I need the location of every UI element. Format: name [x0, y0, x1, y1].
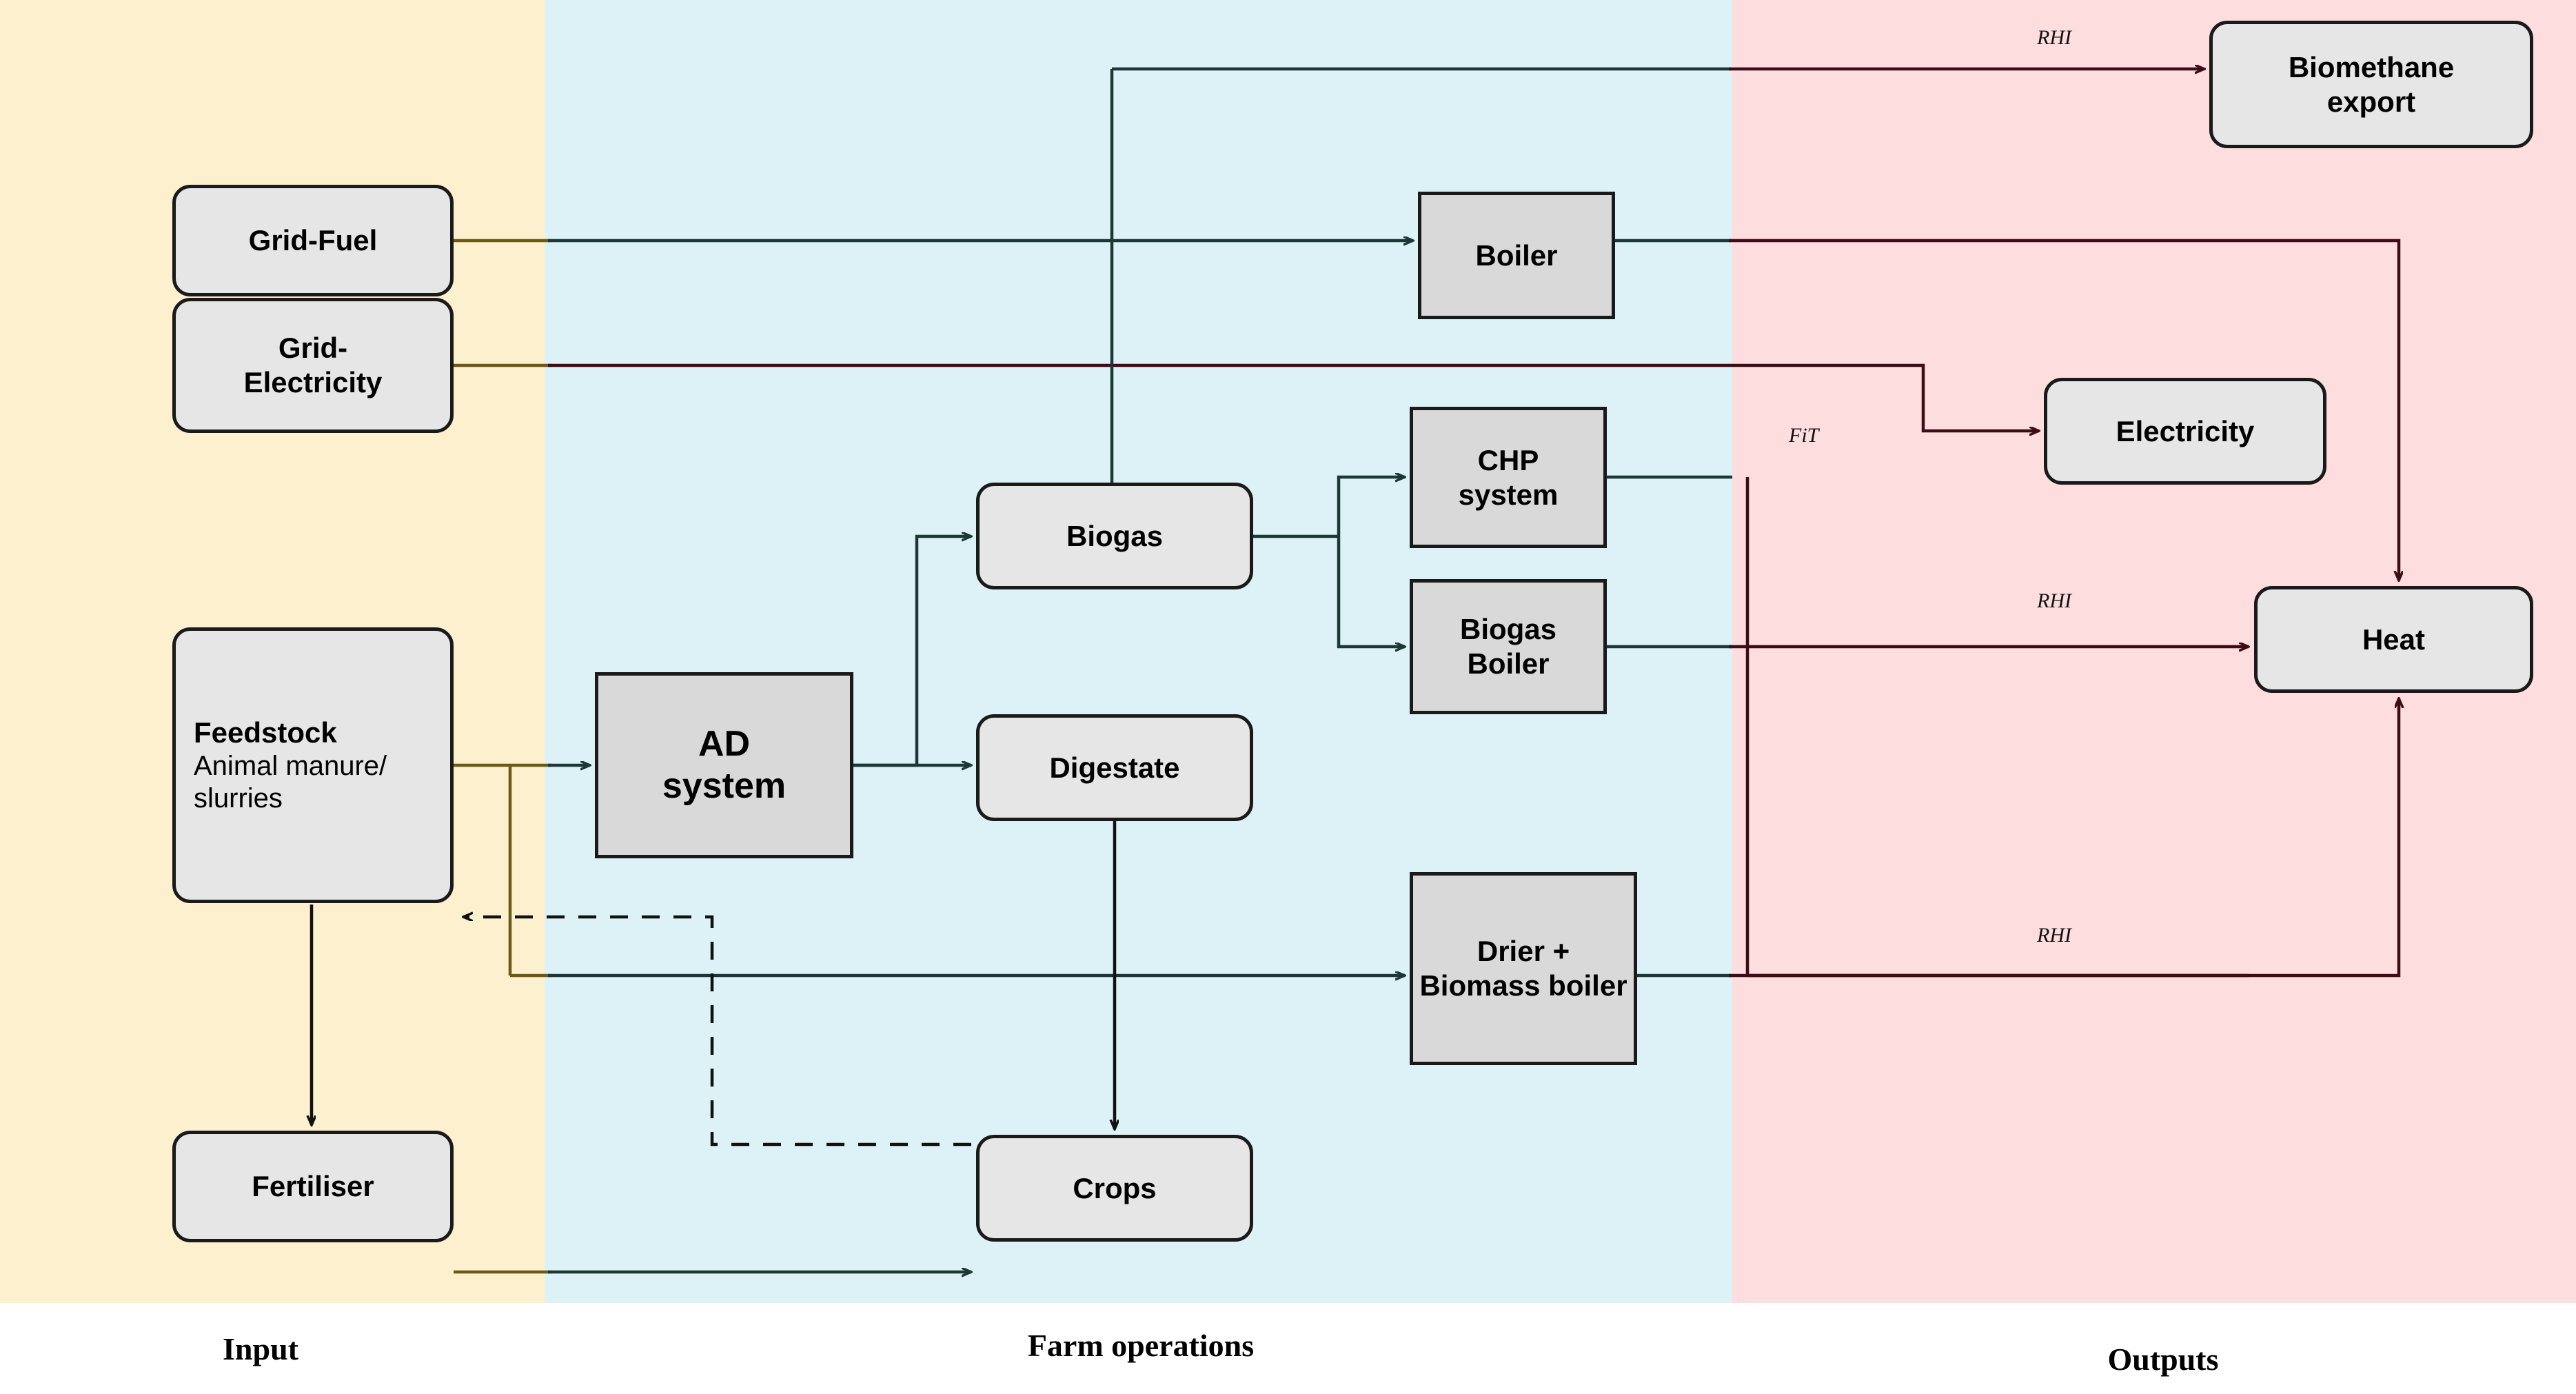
node-chp-system-sub: system — [1458, 478, 1559, 511]
node-fertiliser-title: Fertiliser — [252, 1170, 374, 1203]
node-feedstock[interactable]: Feedstock Animal manure/ slurries — [172, 627, 454, 903]
flow-boiler-to-heat — [1729, 239, 2399, 580]
node-drier-biomass-title: Drier + — [1477, 935, 1570, 968]
node-feedstock-sub: Animal manure/ slurries — [194, 750, 387, 814]
flow-drier-to-heat — [1729, 698, 2399, 978]
node-heat-title: Heat — [2362, 623, 2426, 656]
node-crops-title: Crops — [1073, 1171, 1157, 1204]
flow-biogas-to-chp — [1337, 477, 1405, 536]
flow-crops-to-feedstock — [463, 917, 971, 1146]
node-fertiliser[interactable]: Fertiliser — [172, 1131, 454, 1242]
node-drier-biomass-boiler[interactable]: Drier + Biomass boiler — [1410, 872, 1637, 1065]
node-boiler-title: Boiler — [1475, 239, 1558, 272]
node-biogas-boiler[interactable]: Biogas Boiler — [1410, 579, 1607, 714]
node-grid-fuel[interactable]: Grid-Fuel — [172, 185, 454, 296]
node-electricity-title: Electricity — [2116, 414, 2255, 447]
flow-biogas-to-biogas-boiler — [1337, 536, 1405, 647]
node-chp-system-title: CHP — [1477, 443, 1539, 476]
node-ad-system-sub: system — [662, 766, 787, 806]
node-electricity[interactable]: Electricity — [2044, 378, 2326, 485]
node-biogas-boiler-title: Biogas — [1459, 613, 1557, 646]
node-grid-fuel-title: Grid-Fuel — [248, 224, 378, 257]
node-grid-electricity[interactable]: Grid- Electricity — [172, 298, 454, 433]
node-grid-electricity-sub: Electricity — [243, 366, 383, 398]
node-crops[interactable]: Crops — [976, 1135, 1253, 1242]
edge-label-fit-electricity: FiT — [1789, 424, 1819, 447]
node-ad-system-title: AD — [698, 723, 751, 764]
node-biogas[interactable]: Biogas — [976, 483, 1253, 589]
node-biogas-title: Biogas — [1066, 519, 1164, 552]
node-digestate-title: Digestate — [1049, 751, 1180, 784]
node-biogas-boiler-sub: Boiler — [1467, 647, 1550, 680]
flow-ad-to-biogas — [853, 536, 971, 767]
edge-label-rhi-biogas-boiler: RHI — [2037, 589, 2071, 612]
edge-label-rhi-drier: RHI — [2037, 924, 2071, 947]
node-digestate[interactable]: Digestate — [976, 714, 1253, 821]
node-drier-biomass-sub: Biomass boiler — [1419, 969, 1627, 1002]
flow-grid-electricity-to-electricity — [548, 363, 2039, 431]
node-biomethane-title: Biomethane — [2288, 50, 2455, 83]
node-biomethane-export[interactable]: Biomethane export — [2209, 21, 2533, 148]
node-grid-electricity-title: Grid- — [278, 332, 348, 365]
band-label-input: Input — [223, 1331, 298, 1366]
edge-label-rhi-biomethane: RHI — [2037, 26, 2071, 49]
node-ad-system[interactable]: AD system — [595, 672, 853, 858]
node-feedstock-title: Feedstock — [194, 716, 337, 749]
band-label-outputs: Outputs — [2107, 1342, 2219, 1377]
node-boiler[interactable]: Boiler — [1418, 192, 1615, 319]
node-chp-system[interactable]: CHP system — [1410, 407, 1607, 548]
node-heat[interactable]: Heat — [2254, 586, 2533, 693]
node-biomethane-sub: export — [2326, 85, 2416, 118]
band-label-farm-operations: Farm operations — [1027, 1328, 1255, 1363]
